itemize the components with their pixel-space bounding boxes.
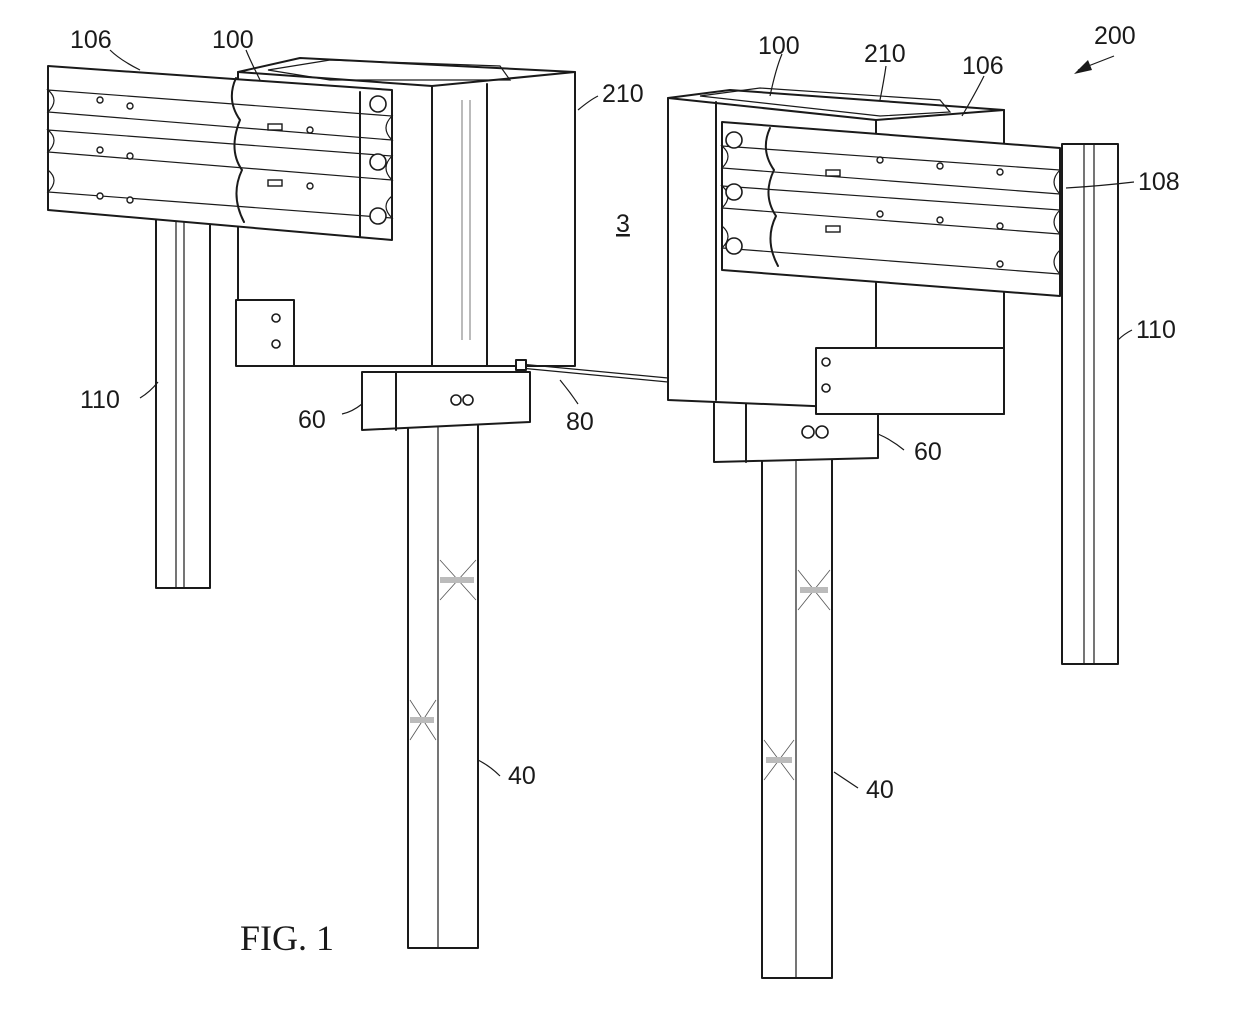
right-w-beam-rail (722, 122, 1060, 296)
label-box-right: 210 (864, 40, 906, 68)
label-bracket-right: 60 (914, 438, 942, 466)
label-rail-post-left: 110 (80, 386, 120, 414)
left-bracket (362, 372, 530, 430)
label-rail-post-right: 110 (1136, 316, 1176, 344)
label-bracket-left: 60 (298, 406, 326, 434)
label-box-left: 210 (602, 80, 644, 108)
left-rail-post (156, 210, 210, 588)
left-w-beam-rail (48, 66, 392, 240)
label-rail-right: 106 (962, 52, 1004, 80)
right-main-post (762, 440, 832, 978)
label-section: 3 (616, 210, 630, 238)
label-post-right: 40 (866, 776, 894, 804)
figure-caption: FIG. 1 (240, 918, 334, 958)
label-rail-end: 108 (1138, 168, 1180, 196)
label-cable: 80 (566, 408, 594, 436)
label-post-left: 40 (508, 762, 536, 790)
label-assembly: 200 (1094, 22, 1136, 50)
right-rail-post (1062, 144, 1118, 664)
label-rail-left: 106 (70, 26, 112, 54)
label-head-right: 100 (758, 32, 800, 60)
label-head-left: 100 (212, 26, 254, 54)
left-main-post (408, 420, 478, 948)
